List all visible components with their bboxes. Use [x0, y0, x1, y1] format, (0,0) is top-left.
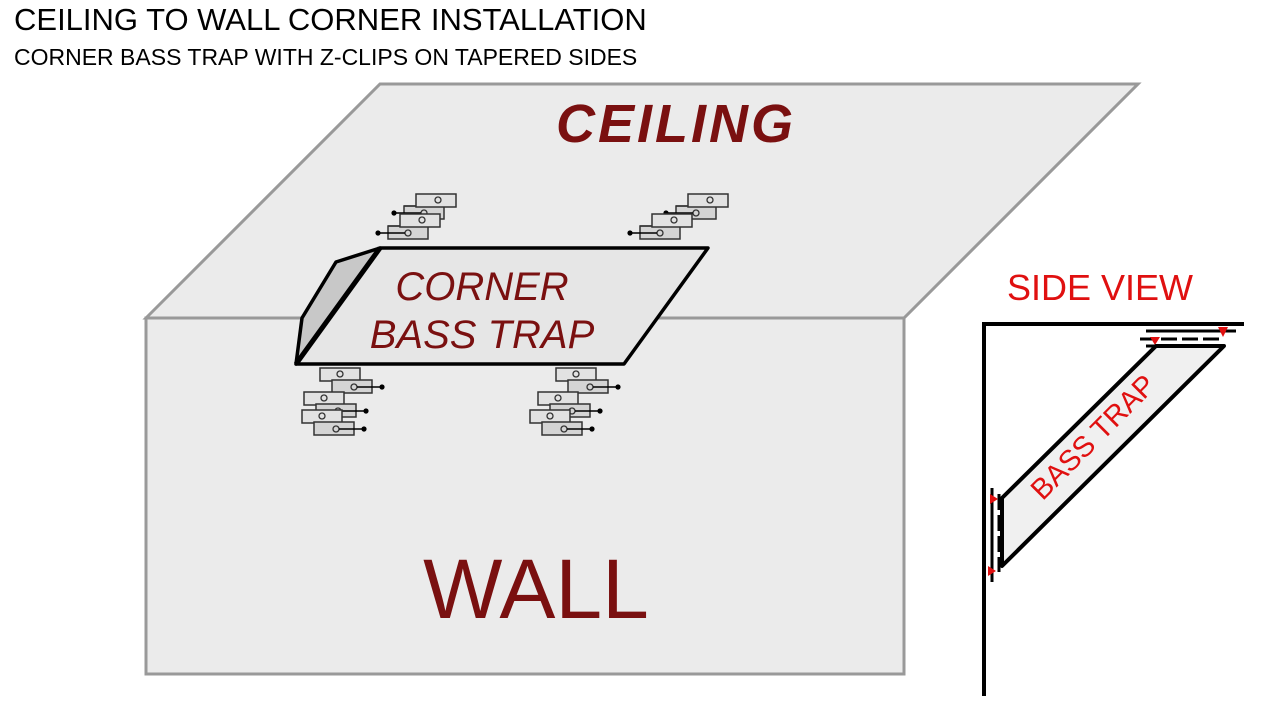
side-view-trap-label: BASS TRAP [1025, 369, 1162, 506]
diagram-title: CEILING TO WALL CORNER INSTALLATION [14, 2, 647, 37]
diagram-subtitle: CORNER BASS TRAP WITH Z-CLIPS ON TAPERED… [14, 44, 638, 70]
side-view-trap [1000, 344, 1226, 568]
trap-label-line1: CORNER [395, 265, 568, 309]
trap-label-line2: BASS TRAP [370, 313, 595, 357]
ceiling-label: CEILING [556, 94, 796, 154]
corner-bass-trap: CORNER BASS TRAP [293, 246, 710, 366]
side-view-title: SIDE VIEW [1007, 267, 1193, 308]
wall-label: WALL [423, 542, 649, 636]
side-view-diagram: BASS TRAP [982, 322, 1244, 696]
side-view-ceiling-clip [1140, 327, 1236, 348]
